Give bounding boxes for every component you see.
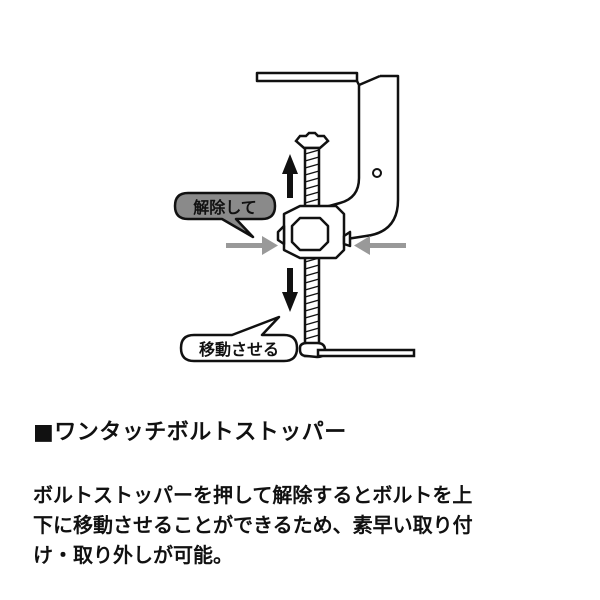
press-arrow-left-icon: [226, 236, 278, 255]
bolt-stopper: [276, 204, 352, 260]
callout-move-text: 移動させる: [199, 340, 279, 359]
section-title: ■ワンタッチボルトストッパー: [33, 420, 347, 445]
callout-move: 移動させる: [179, 315, 299, 363]
down-arrow-icon: [282, 268, 298, 312]
description-line: け・取り外しが可能。: [33, 543, 233, 567]
clamp-illustration: 解除して 移動させる: [173, 71, 416, 363]
clamp-frame: [255, 71, 400, 242]
up-arrow-icon: [282, 154, 298, 198]
clamp-pad: [298, 341, 416, 359]
description-line: 下に移動させることができるため、素早い取り付: [33, 513, 473, 537]
frame-hole: [372, 168, 382, 178]
callout-release: 解除して: [173, 191, 277, 239]
press-arrow-right-icon: [354, 236, 406, 255]
description-line: ボルトストッパーを押して解除するとボルトを上: [33, 483, 473, 507]
description: ボルトストッパーを押して解除するとボルトを上 下に移動させることができるため、素…: [33, 480, 573, 570]
callout-release-text: 解除して: [193, 198, 257, 217]
bolt-knob: [294, 131, 330, 150]
